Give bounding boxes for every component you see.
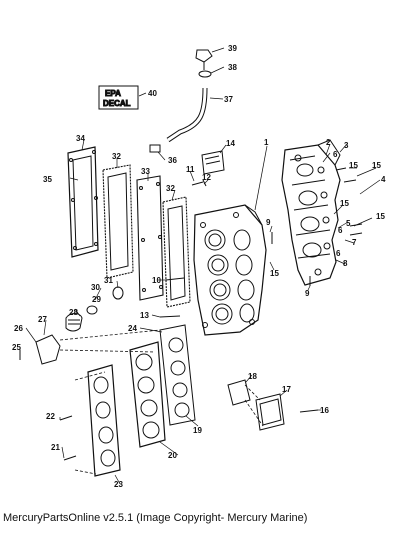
cylinder-block <box>193 204 267 336</box>
callout-28: 28 <box>69 308 78 317</box>
callout-38: 38 <box>228 63 237 72</box>
callout-15e: 15 <box>270 269 279 278</box>
cylinder-head <box>281 139 341 286</box>
callout-31: 31 <box>104 276 113 285</box>
callout-11: 11 <box>186 165 195 174</box>
seal-30-31 <box>112 286 124 300</box>
callout-1: 1 <box>264 138 269 147</box>
callout-7: 7 <box>352 238 357 247</box>
fitting-39 <box>195 49 213 70</box>
callout-22: 22 <box>46 412 55 421</box>
o-ring-38 <box>198 70 212 78</box>
callout-5: 5 <box>346 219 351 228</box>
cover-17 <box>255 393 285 431</box>
callout-30: 30 <box>91 283 100 292</box>
fitting-36 <box>149 144 161 153</box>
cover-plate-23 <box>87 364 121 477</box>
callout-25: 25 <box>12 343 21 352</box>
plate-33 <box>136 175 164 301</box>
image-caption: MercuryPartsOnline v2.5.1 (Image Copyrig… <box>3 512 308 524</box>
callout-19: 19 <box>193 426 202 435</box>
callout-15b: 15 <box>372 161 381 170</box>
callout-10: 10 <box>152 276 161 285</box>
gasket-18 <box>227 379 251 406</box>
callout-12: 12 <box>202 173 211 182</box>
screw-10 <box>165 277 185 281</box>
callout-17: 17 <box>282 385 291 394</box>
screw-11-12 <box>191 179 207 187</box>
decal-line-2: DECAL <box>103 99 131 108</box>
callout-33: 33 <box>141 167 150 176</box>
callout-9a: 9 <box>266 218 271 227</box>
callout-3: 3 <box>344 141 349 150</box>
leader-lines <box>19 47 381 485</box>
callout-35: 35 <box>43 175 52 184</box>
callout-27: 27 <box>38 315 47 324</box>
callout-32b: 32 <box>166 184 175 193</box>
callout-39: 39 <box>228 44 237 53</box>
callout-9b: 9 <box>305 289 310 298</box>
callout-26: 26 <box>14 324 23 333</box>
callout-40: 40 <box>148 89 157 98</box>
callout-15c: 15 <box>340 199 349 208</box>
callout-29: 29 <box>92 295 101 304</box>
callout-36: 36 <box>168 156 177 165</box>
screw-16 <box>299 409 319 413</box>
callout-6b: 6 <box>338 226 343 235</box>
callout-6c: 6 <box>336 249 341 258</box>
callout-23: 23 <box>114 480 123 489</box>
gasket-32-lower <box>162 196 191 308</box>
callout-labels: 39 38 40 37 34 1 2 3 14 6 15 15 32 36 11… <box>12 44 386 489</box>
callout-37: 37 <box>224 95 233 104</box>
callout-15d: 15 <box>376 212 385 221</box>
thermostat-28 <box>65 313 83 332</box>
grommet-29 <box>86 305 98 315</box>
screws-15 <box>335 167 363 236</box>
callout-16: 16 <box>320 406 329 415</box>
callout-34: 34 <box>76 134 85 143</box>
epa-decal: EPA DECAL <box>98 85 139 110</box>
divider-plate-19 <box>159 324 196 426</box>
callout-2: 2 <box>326 138 331 147</box>
callout-14: 14 <box>226 139 235 148</box>
sensor-14 <box>201 150 225 175</box>
callout-13: 13 <box>140 311 149 320</box>
screw-9 <box>271 232 311 286</box>
dashed-leaders <box>59 329 264 475</box>
cover-plate-34 <box>67 146 99 258</box>
housing-27 <box>35 334 61 365</box>
callout-21: 21 <box>51 443 60 452</box>
callout-15a: 15 <box>349 161 358 170</box>
gasket-32-upper <box>102 164 134 279</box>
cover-plate-20 <box>129 341 166 448</box>
decal-line-1: EPA <box>105 89 121 98</box>
callout-6a: 6 <box>333 150 338 159</box>
callout-8: 8 <box>343 259 348 268</box>
callout-4: 4 <box>381 175 386 184</box>
callout-32a: 32 <box>112 152 121 161</box>
hose-37 <box>166 87 208 143</box>
callout-20: 20 <box>168 451 177 460</box>
screw-21 <box>63 455 77 461</box>
screw-13 <box>159 315 181 318</box>
callout-24: 24 <box>128 324 137 333</box>
screw-22 <box>59 415 73 421</box>
callout-18: 18 <box>248 372 257 381</box>
